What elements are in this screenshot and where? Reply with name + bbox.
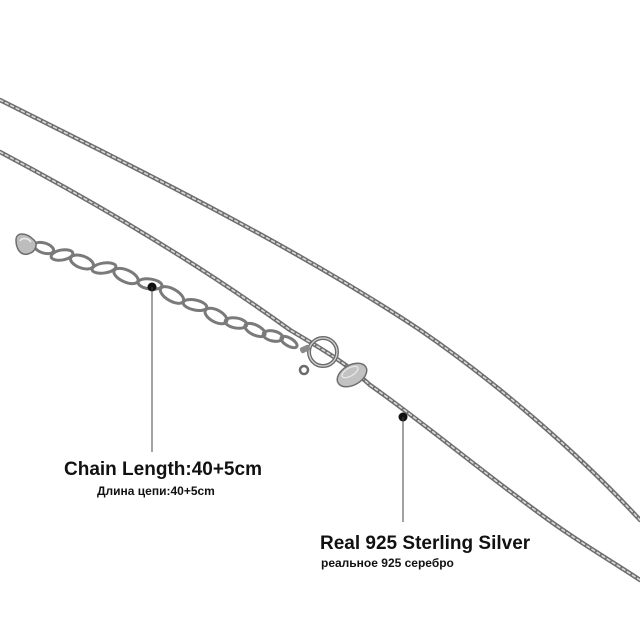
chain-length-sublabel: Длина цепи:40+5cm: [97, 484, 215, 498]
extender-chain: [32, 240, 299, 350]
925-stamp-tag: [336, 362, 368, 388]
chain-strand-lower: [0, 149, 640, 583]
chain-length-label: Chain Length:40+5cm: [64, 459, 262, 480]
spring-ring-clasp: [298, 336, 339, 376]
chain-strand-upper: [0, 97, 640, 523]
length-pointer: [147, 282, 157, 452]
material-label: Real 925 Sterling Silver: [320, 533, 531, 554]
teardrop-end-tag: [15, 233, 37, 256]
material-pointer: [398, 412, 408, 522]
material-sublabel: реальное 925 серебро: [321, 556, 454, 570]
